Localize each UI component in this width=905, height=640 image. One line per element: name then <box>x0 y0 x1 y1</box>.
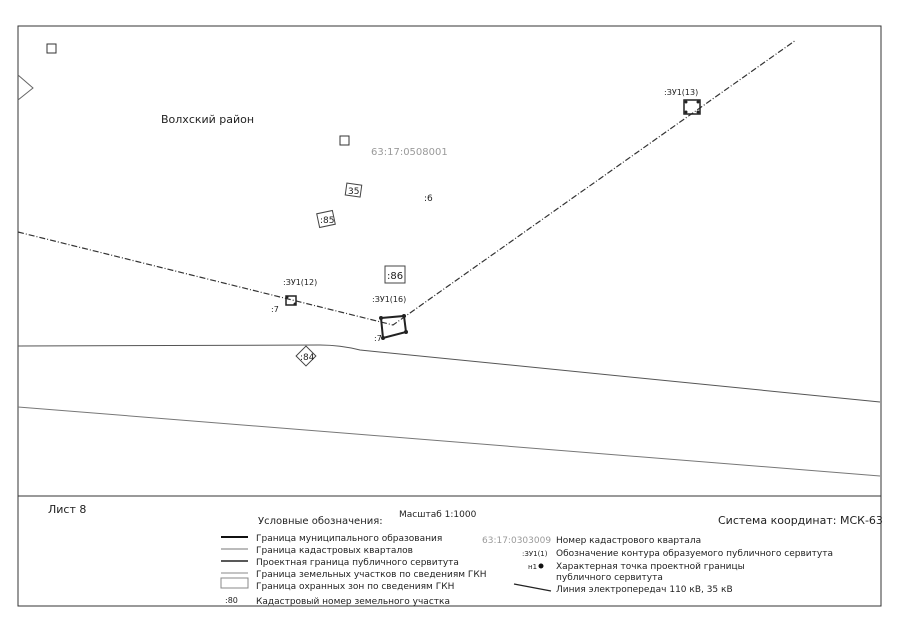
parcel-label: :7 <box>271 305 279 314</box>
legend-sample-number: :80 <box>225 596 238 605</box>
edge-marker <box>17 74 34 101</box>
legend-sample-contour: :ЗУ1(1) <box>522 550 548 558</box>
legend-item: Граница кадастровых кварталов <box>256 546 413 556</box>
legend-item: Линия электропередач 110 кВ, 35 кВ <box>556 585 733 595</box>
parcel-35: 35 <box>344 182 363 198</box>
scale-label: Масштаб 1:1000 <box>399 510 477 520</box>
legend-title: Условные обозначения: <box>258 516 383 527</box>
legend-item: Номер кадастрового квартала <box>556 536 701 546</box>
road-boundary-top <box>17 344 881 403</box>
parcel-label: :86 <box>387 271 403 282</box>
legend-item: публичного сервитута <box>556 573 663 583</box>
point-marker <box>339 135 350 146</box>
parcel-label: :6 <box>424 194 433 204</box>
parcel-label: :7 <box>374 334 382 343</box>
parcel-label: :84 <box>300 353 315 363</box>
legend-item: Граница охранных зон по сведениям ГКН <box>256 582 454 592</box>
power-line <box>17 39 797 326</box>
sheet-label: Лист 8 <box>48 503 86 516</box>
parcel-86: :86 <box>384 265 406 284</box>
district-label: Волхский район <box>161 113 254 126</box>
road-boundary-bottom <box>17 406 881 477</box>
map-frame <box>17 25 882 607</box>
legend-sample-point: н1 <box>528 563 537 571</box>
legend-item: Обозначение контура образуемого публично… <box>556 549 833 559</box>
contour-label: :ЗУ1(13) <box>664 88 698 97</box>
contour-12: :ЗУ1(12) :7 <box>271 278 317 314</box>
contour-label: :ЗУ1(12) <box>283 278 317 287</box>
legend-swatch-powerline <box>513 583 552 592</box>
parcel-85: :85 <box>316 209 336 229</box>
contour-16: :ЗУ1(16) :7 <box>372 295 408 343</box>
corner-marker <box>46 43 57 54</box>
contour-label: :ЗУ1(16) <box>372 295 406 304</box>
quarter-label: 63:17:0508001 <box>371 147 448 158</box>
parcel-84: :84 <box>295 345 317 367</box>
parcel-label: :85 <box>320 216 334 226</box>
contour-13: :ЗУ1(13) <box>664 88 701 115</box>
legend-swatch-protection <box>220 577 249 589</box>
legend-item: Кадастровый номер земельного участка <box>256 597 450 607</box>
legend-sample-quarter: 63:17:0303009 <box>482 536 551 546</box>
legend-point-icon <box>538 563 544 569</box>
coord-system-label: Система координат: МСК-63 <box>718 514 883 527</box>
legend-item: Характерная точка проектной границы <box>556 562 745 572</box>
legend-item: Граница земельных участков по сведениям … <box>256 570 487 580</box>
legend-item: Граница муниципального образования <box>256 534 442 544</box>
parcel-label: 35 <box>348 187 359 197</box>
legend-item: Проектная граница публичного сервитута <box>256 558 459 568</box>
